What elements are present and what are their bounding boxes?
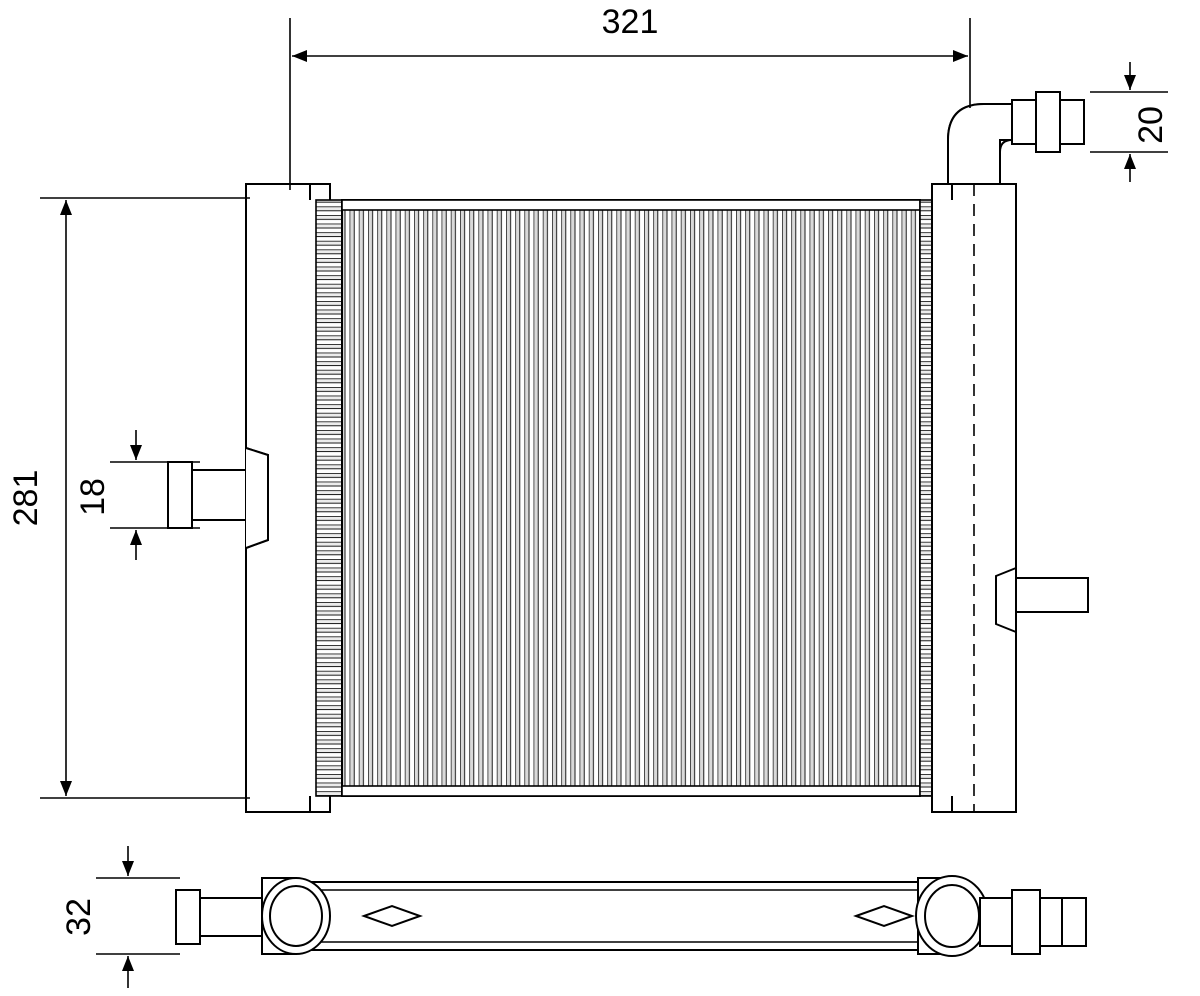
left-inlet-port [167, 447, 269, 549]
dimension-upper-port [1090, 62, 1168, 182]
radiator-core [341, 199, 921, 797]
left-fin-strip [315, 199, 343, 797]
dimension-label-upper-port: 20 [1132, 106, 1170, 144]
dimension-label-core-depth: 32 [60, 898, 98, 936]
dimension-left-port [110, 430, 200, 560]
dimension-label-left-port: 18 [74, 478, 112, 516]
dimension-label-overall-width: 321 [602, 3, 659, 41]
right-tank [931, 183, 1017, 813]
dimension-label-overall-height: 281 [7, 470, 45, 527]
top-view-body [175, 875, 1087, 957]
dimension-overall-width [289, 18, 971, 190]
right-outlet-stub [1015, 577, 1089, 613]
dimension-core-depth [96, 846, 180, 988]
upper-outlet-port [947, 91, 1085, 185]
dimension-overall-height [40, 197, 250, 799]
